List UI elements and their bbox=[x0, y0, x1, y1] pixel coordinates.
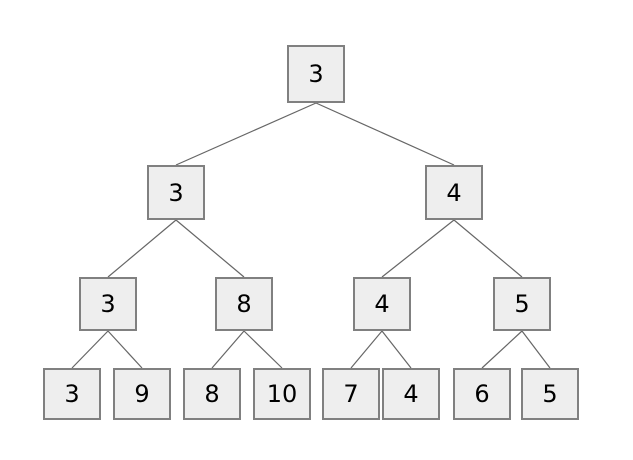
tree-node-label: 3 bbox=[64, 380, 80, 408]
tree-node[interactable]: 8 bbox=[183, 368, 241, 420]
tree-node-label: 4 bbox=[403, 380, 419, 408]
tree-node[interactable]: 10 bbox=[253, 368, 311, 420]
tree-node-label: 7 bbox=[343, 380, 359, 408]
tree-node[interactable]: 3 bbox=[287, 45, 345, 103]
tree-node[interactable]: 4 bbox=[353, 277, 411, 331]
tree-node-label: 4 bbox=[374, 290, 390, 318]
tree-edge bbox=[175, 102, 317, 166]
tree-edge bbox=[381, 330, 412, 369]
tree-node[interactable]: 3 bbox=[79, 277, 137, 331]
tree-node[interactable]: 4 bbox=[382, 368, 440, 420]
tree-node[interactable]: 5 bbox=[493, 277, 551, 331]
tree-edge bbox=[481, 330, 523, 369]
tree-edge bbox=[315, 102, 455, 166]
tree-edge bbox=[381, 219, 455, 278]
tree-node[interactable]: 7 bbox=[322, 368, 380, 420]
tree-node-label: 10 bbox=[266, 380, 298, 408]
tree-node-label: 3 bbox=[168, 178, 184, 207]
tree-edge bbox=[243, 330, 283, 369]
tree-edge bbox=[521, 330, 551, 369]
tree-edge bbox=[71, 330, 109, 369]
tree-edge bbox=[107, 330, 143, 369]
tree-edge bbox=[453, 219, 523, 278]
tree-edge bbox=[107, 219, 177, 278]
tree-node-label: 8 bbox=[236, 290, 252, 318]
tree-node[interactable]: 3 bbox=[43, 368, 101, 420]
tree-node[interactable]: 9 bbox=[113, 368, 171, 420]
tree-node-label: 3 bbox=[308, 60, 324, 88]
tree-edge bbox=[175, 219, 245, 278]
tree-node-label: 3 bbox=[100, 290, 116, 318]
tree-node-label: 8 bbox=[204, 380, 220, 408]
tree-node-label: 5 bbox=[542, 380, 558, 408]
tree-edge bbox=[350, 330, 383, 369]
tree-node-label: 4 bbox=[446, 178, 462, 207]
tree-node-label: 6 bbox=[474, 380, 490, 408]
tree-node[interactable]: 4 bbox=[425, 165, 483, 220]
tree-node[interactable]: 5 bbox=[521, 368, 579, 420]
tree-node[interactable]: 3 bbox=[147, 165, 205, 220]
tree-node[interactable]: 6 bbox=[453, 368, 511, 420]
tree-node-label: 9 bbox=[134, 380, 150, 408]
tree-node[interactable]: 8 bbox=[215, 277, 273, 331]
tree-edge bbox=[211, 330, 245, 369]
tree-node-label: 5 bbox=[514, 290, 530, 318]
